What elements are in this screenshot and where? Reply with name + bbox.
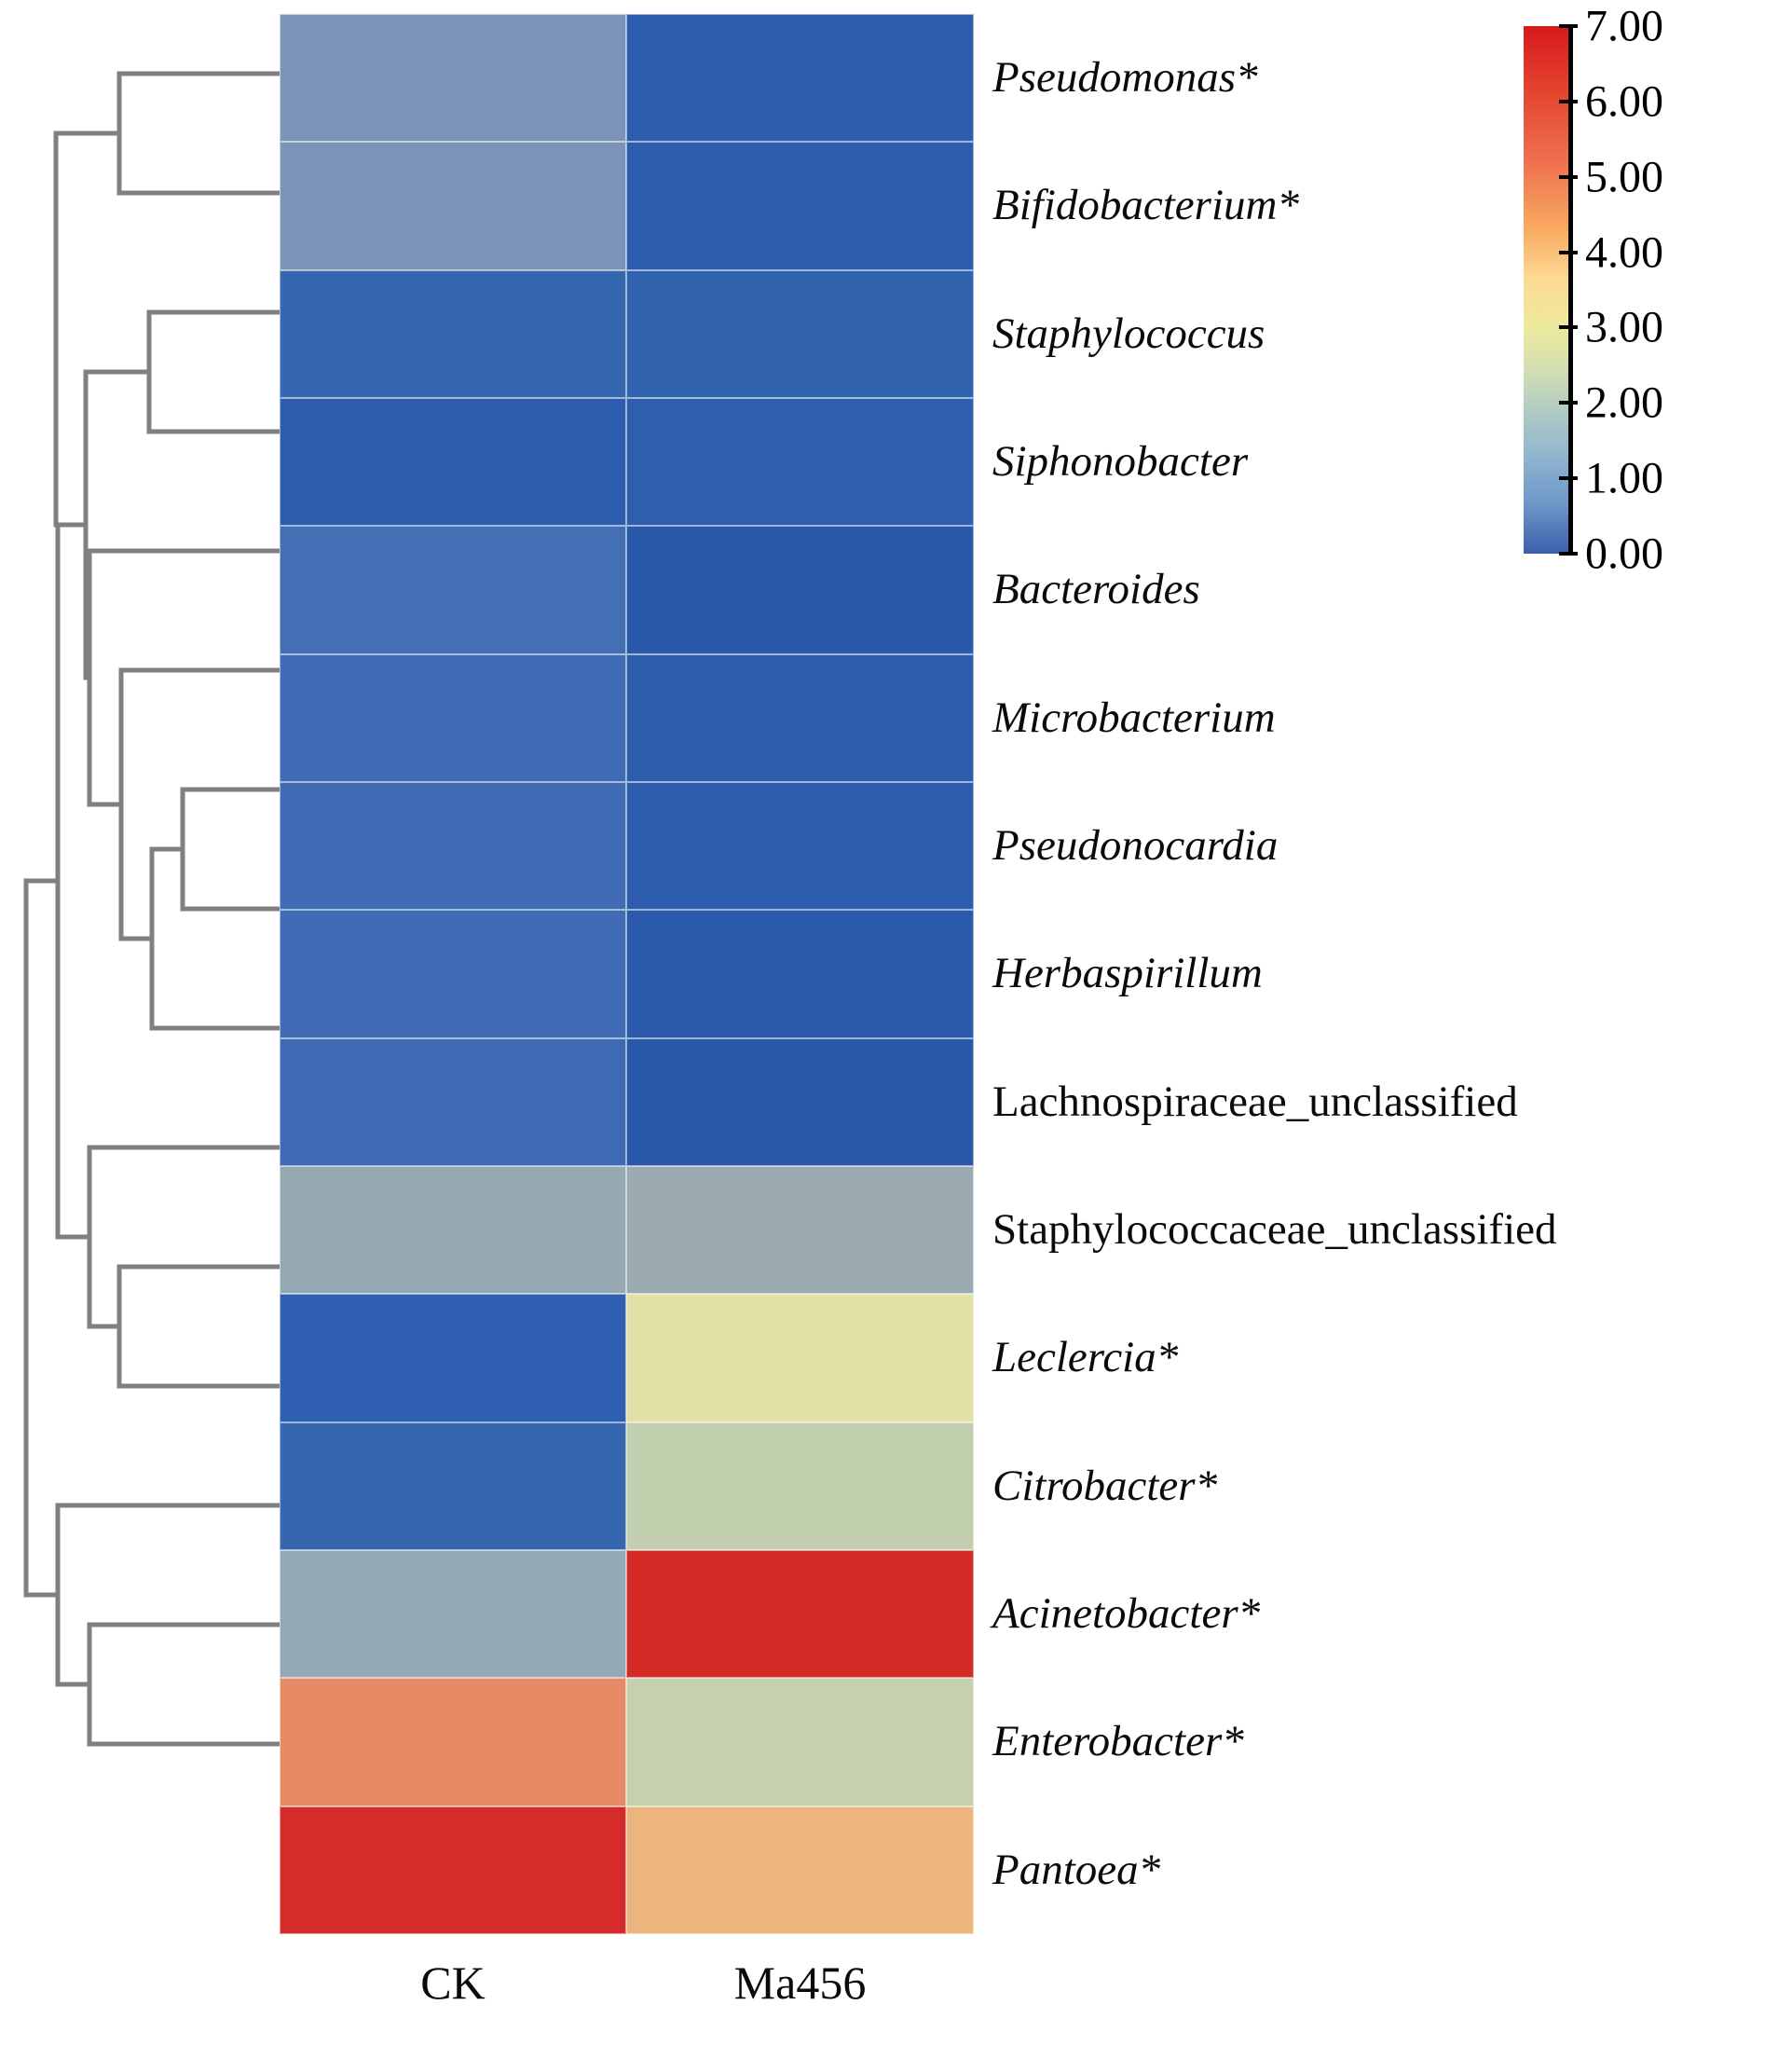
heatmap-cell-ma456: [626, 654, 974, 782]
heatmap-cell-ck: [280, 654, 626, 782]
heatmap-row: [280, 1678, 974, 1806]
colorbar-tick-mark: [1559, 476, 1578, 481]
heatmap-cell-ma456: [626, 526, 974, 654]
heatmap-row: [280, 1038, 974, 1166]
colorbar-tick-mark: [1559, 174, 1578, 179]
row-label: Microbacterium: [992, 693, 1276, 742]
colorbar-tick-mark: [1559, 250, 1578, 254]
row-label: Lachnospiraceae_unclassified: [992, 1077, 1518, 1126]
column-label-ma456: Ma456: [733, 1957, 867, 2009]
row-label: Staphylococcaceae_unclassified: [992, 1204, 1557, 1254]
colorbar-tick-label: 3.00: [1585, 302, 1663, 352]
heatmap-row: [280, 1294, 974, 1422]
row-label: Enterobacter*: [992, 1717, 1244, 1765]
colorbar-tick-mark: [1559, 24, 1578, 28]
colorbar-tick-label: 0.00: [1585, 529, 1663, 579]
heatmap-row: [280, 1166, 974, 1294]
row-label: Bifidobacterium*: [992, 181, 1299, 229]
heatmap-row: [280, 1806, 974, 1934]
heatmap-cell-ck: [280, 142, 626, 270]
heatmap-row: [280, 142, 974, 270]
heatmap-cell-ma456: [626, 1294, 974, 1422]
heatmap-cell-ck: [280, 398, 626, 526]
heatmap-cell-ck: [280, 526, 626, 654]
heatmap-row: [280, 1550, 974, 1678]
heatmap-row: [280, 910, 974, 1038]
heatmap-cell-ma456: [626, 910, 974, 1038]
heatmap-cell-ck: [280, 1422, 626, 1550]
heatmap-row: [280, 14, 974, 142]
heatmap-cell-ma456: [626, 142, 974, 270]
column-label-ck: CK: [420, 1957, 486, 2009]
heatmap-cell-ck: [280, 782, 626, 910]
heatmap-cell-ck: [280, 1678, 626, 1806]
row-label: Citrobacter*: [992, 1461, 1218, 1510]
heatmap-grid: [280, 14, 974, 1934]
heatmap-cell-ma456: [626, 1806, 974, 1934]
heatmap-cell-ck: [280, 14, 626, 142]
heatmap-cell-ma456: [626, 398, 974, 526]
colorbar-tick-mark: [1559, 401, 1578, 405]
row-label: Bacteroides: [992, 565, 1200, 613]
heatmap-cell-ck: [280, 270, 626, 398]
colorbar-tick-label: 4.00: [1585, 227, 1663, 278]
heatmap-cell-ma456: [626, 1422, 974, 1550]
colorbar: 7.00 6.00 5.00 4.00 3.00 2.00 1.00 0.00: [1524, 2, 1792, 762]
heatmap-row: [280, 398, 974, 526]
colorbar-tick-mark: [1559, 325, 1578, 330]
heatmap-cell-ma456: [626, 14, 974, 142]
heatmap-cell-ma456: [626, 1678, 974, 1806]
colorbar-tick-label: 5.00: [1585, 152, 1663, 202]
heatmap-cell-ma456: [626, 270, 974, 398]
row-label: Pseudomonas*: [992, 52, 1258, 102]
row-label: Pantoea*: [992, 1845, 1161, 1894]
colorbar-tick-mark: [1559, 99, 1578, 103]
row-label: Herbaspirillum: [992, 949, 1263, 997]
heatmap-cell-ma456: [626, 1166, 974, 1294]
heatmap-cell-ma456: [626, 782, 974, 910]
row-label: Siphonobacter: [992, 436, 1249, 486]
heatmap-cell-ck: [280, 1550, 626, 1678]
heatmap-cell-ma456: [626, 1038, 974, 1166]
colorbar-tick-label: 6.00: [1585, 76, 1663, 127]
heatmap-cell-ck: [280, 910, 626, 1038]
heatmap-row: [280, 270, 974, 398]
heatmap-row: [280, 526, 974, 654]
row-label: Staphylococcus: [992, 309, 1265, 358]
heatmap-cell-ma456: [626, 1550, 974, 1678]
heatmap-cell-ck: [280, 1166, 626, 1294]
colorbar-tick-mark: [1559, 552, 1578, 556]
row-dendrogram: [23, 71, 282, 1747]
heatmap-row: [280, 654, 974, 782]
colorbar-tick-label: 7.00: [1585, 1, 1663, 51]
row-label: Leclercia*: [992, 1333, 1179, 1381]
colorbar-gradient: [1524, 26, 1568, 554]
colorbar-tick-label: 1.00: [1585, 453, 1663, 503]
colorbar-tick-label: 2.00: [1585, 378, 1663, 428]
heatmap-cell-ck: [280, 1806, 626, 1934]
heatmap-cell-ck: [280, 1038, 626, 1166]
row-label: Acinetobacter*: [992, 1588, 1261, 1638]
heatmap-row: [280, 782, 974, 910]
heatmap-cell-ck: [280, 1294, 626, 1422]
row-label: Pseudonocardia: [992, 820, 1279, 870]
colorbar-axis-line: [1568, 26, 1573, 554]
heatmap-row: [280, 1422, 974, 1550]
